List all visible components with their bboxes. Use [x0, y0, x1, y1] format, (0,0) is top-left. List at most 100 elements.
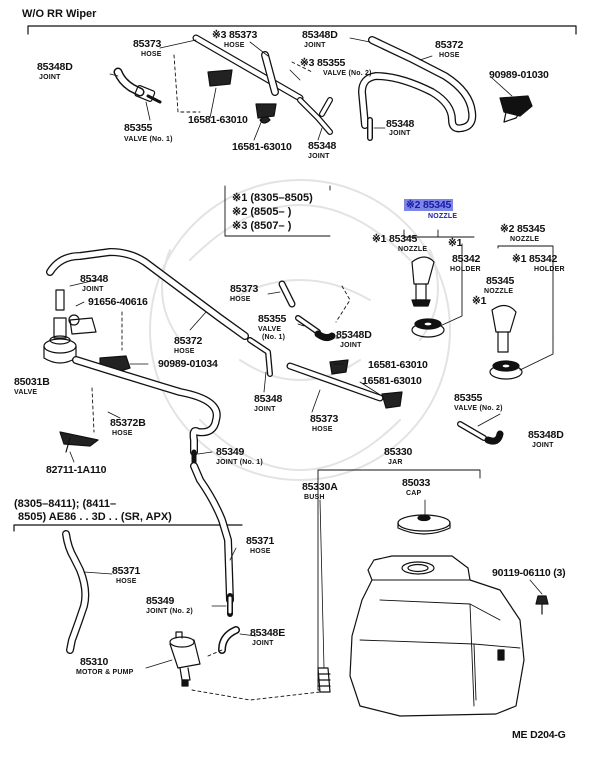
holder-85342-a: [411, 318, 445, 338]
label-85348d-mid-right-sub: JOINT: [532, 442, 554, 449]
label-85348e-sub: JOINT: [252, 640, 274, 647]
label-85349-no1-sub: JOINT (No. 1): [216, 459, 263, 466]
mid-clip-16581-a: [329, 359, 349, 375]
bottom-group-bracket: [13, 524, 243, 532]
label-91656-40616: 91656-40616: [88, 296, 148, 308]
label-85373-star3: ※3 85373: [212, 29, 258, 41]
bottom-cap-85033: [397, 514, 451, 535]
label-85355-mid-b: 85355: [454, 392, 483, 404]
label-85355-top-sub: VALVE (No. 2): [323, 70, 372, 77]
label-85371-left: 85371: [112, 565, 141, 577]
label-85330-jar: 85330: [384, 446, 413, 458]
label-85355-mid: 85355: [258, 313, 287, 325]
label-85373-star3-sub: HOSE: [224, 42, 245, 49]
label-85373-top-sub: HOSE: [141, 51, 162, 58]
label-85345-n1: ※1 85345: [372, 233, 418, 245]
legend-line-1: ※1 (8305–8505): [232, 192, 313, 204]
label-85345-n3-sub: NOZZLE: [484, 288, 514, 295]
top-clip-16581-b: [255, 103, 277, 119]
label-85355-left-sub: VALVE (No. 1): [124, 136, 173, 143]
label-85348-mid: 85348: [80, 273, 109, 285]
label-85330-jar-sub: JAR: [388, 459, 403, 466]
holder-85342-b: [489, 360, 523, 380]
label-90989-01034: 90989-01034: [158, 358, 218, 370]
header-title: W/O RR Wiper: [22, 8, 97, 20]
label-star1-mark-b: ※1: [472, 295, 487, 307]
label-nozzle-highlight: ※2 85345: [404, 199, 454, 211]
label-85349-no2: 85349: [146, 595, 175, 607]
label-85348e: 85348E: [250, 627, 286, 639]
mid-clip-91656: [69, 317, 97, 335]
label-16581-top-b: 16581-63010: [232, 141, 292, 153]
label-85371-right-sub: HOSE: [250, 548, 271, 555]
variant-note-line-1: (8305–8411); (8411–: [14, 498, 117, 510]
label-16581-mid-b: 16581-63010: [362, 375, 422, 387]
label-16581-top-a: 16581-63010: [188, 114, 248, 126]
label-85348d-mid-sub: JOINT: [340, 342, 362, 349]
label-85349-no2-sub: JOINT (No. 2): [146, 608, 193, 615]
label-85372b-sub: HOSE: [112, 430, 133, 437]
label-85348-mid-b-sub: JOINT: [254, 406, 276, 413]
label-85355-top: ※3 85355: [300, 57, 346, 69]
label-85031b-sub: VALVE: [14, 389, 38, 396]
label-85345-n2-sub: NOZZLE: [510, 236, 540, 243]
label-85342-h2: ※1 85342: [512, 253, 558, 265]
legend-bracket: [224, 185, 331, 237]
label-85348d-left-sub: JOINT: [39, 74, 61, 81]
mid-joint-85348d: [314, 330, 336, 342]
label-85342-h1-sub: HOLDER: [450, 266, 481, 273]
label-85372b: 85372B: [110, 417, 146, 429]
label-85345-n2: ※2 85345: [500, 223, 546, 235]
label-85348d-mid-right: 85348D: [528, 429, 564, 441]
label-85348d-top: 85348D: [302, 29, 338, 41]
label-85355-mid-b-sub: VALVE (No. 2): [454, 405, 503, 412]
mid-clip-16581-b: [381, 391, 403, 409]
label-85373-mid-sub: HOSE: [230, 296, 251, 303]
variant-note-line-2: 8505) AE86 . . 3D . . (SR, APX): [18, 511, 172, 523]
top-clip-90989-01030: [499, 95, 533, 123]
nozzle-85345-a: [411, 256, 435, 307]
label-82711-1a110: 82711-1A110: [46, 464, 107, 476]
bottom-motor-pump-85310: [169, 631, 201, 687]
label-85348d-mid: 85348D: [336, 329, 372, 341]
label-85310: 85310: [80, 656, 109, 668]
label-85348-mid-sub: JOINT: [82, 286, 104, 293]
bottom-jar-85330: [349, 555, 525, 717]
label-85033-cap: 85033: [402, 477, 431, 489]
label-85342-h2-sub: HOLDER: [534, 266, 565, 273]
label-85372-top: 85372: [435, 39, 464, 51]
label-85355-left: 85355: [124, 122, 153, 134]
label-85373-top: 85373: [133, 38, 162, 50]
label-85345-n3: 85345: [486, 275, 515, 287]
top-valve-85355-no1: [134, 84, 162, 104]
nozzle-85345-b: [491, 304, 517, 353]
top-clip-16581-a: [207, 69, 233, 87]
mid-joint-85348d-right: [484, 430, 504, 445]
label-85372-mid: 85372: [174, 335, 203, 347]
label-85371-right: 85371: [246, 535, 275, 547]
label-85349-no1: 85349: [216, 446, 245, 458]
mid-valve-85031b: [43, 289, 77, 364]
label-85033-cap-sub: CAP: [406, 490, 422, 497]
bottom-bush-85330a: [317, 667, 331, 693]
label-85330a-sub: BUSH: [304, 494, 325, 501]
label-85348-top-right: 85348: [386, 118, 415, 130]
diagram-code: ME D204-G: [512, 729, 566, 741]
label-85373-mid: 85373: [230, 283, 259, 295]
mid-bracket-82711: [59, 431, 99, 447]
label-90989-01030: 90989-01030: [489, 69, 549, 81]
watermark-logo: [149, 179, 451, 481]
label-85355-mid-sub: VALVE: [258, 326, 282, 333]
label-85310-sub: MOTOR & PUMP: [76, 669, 134, 676]
label-85348-top-mid-sub: JOINT: [308, 153, 330, 160]
label-star1-mark: ※1: [448, 237, 463, 249]
label-85330a: 85330A: [302, 481, 338, 493]
highlighted-part-number[interactable]: ※2 85345: [404, 199, 454, 211]
label-85373-mid-b: 85373: [310, 413, 339, 425]
label-85348-top-right-sub: JOINT: [389, 130, 411, 137]
label-85348d-left: 85348D: [37, 61, 73, 73]
label-85031b: 85031B: [14, 376, 50, 388]
label-90119-06110: 90119-06110 (3): [492, 567, 566, 579]
label-85342-h1: 85342: [452, 253, 481, 265]
